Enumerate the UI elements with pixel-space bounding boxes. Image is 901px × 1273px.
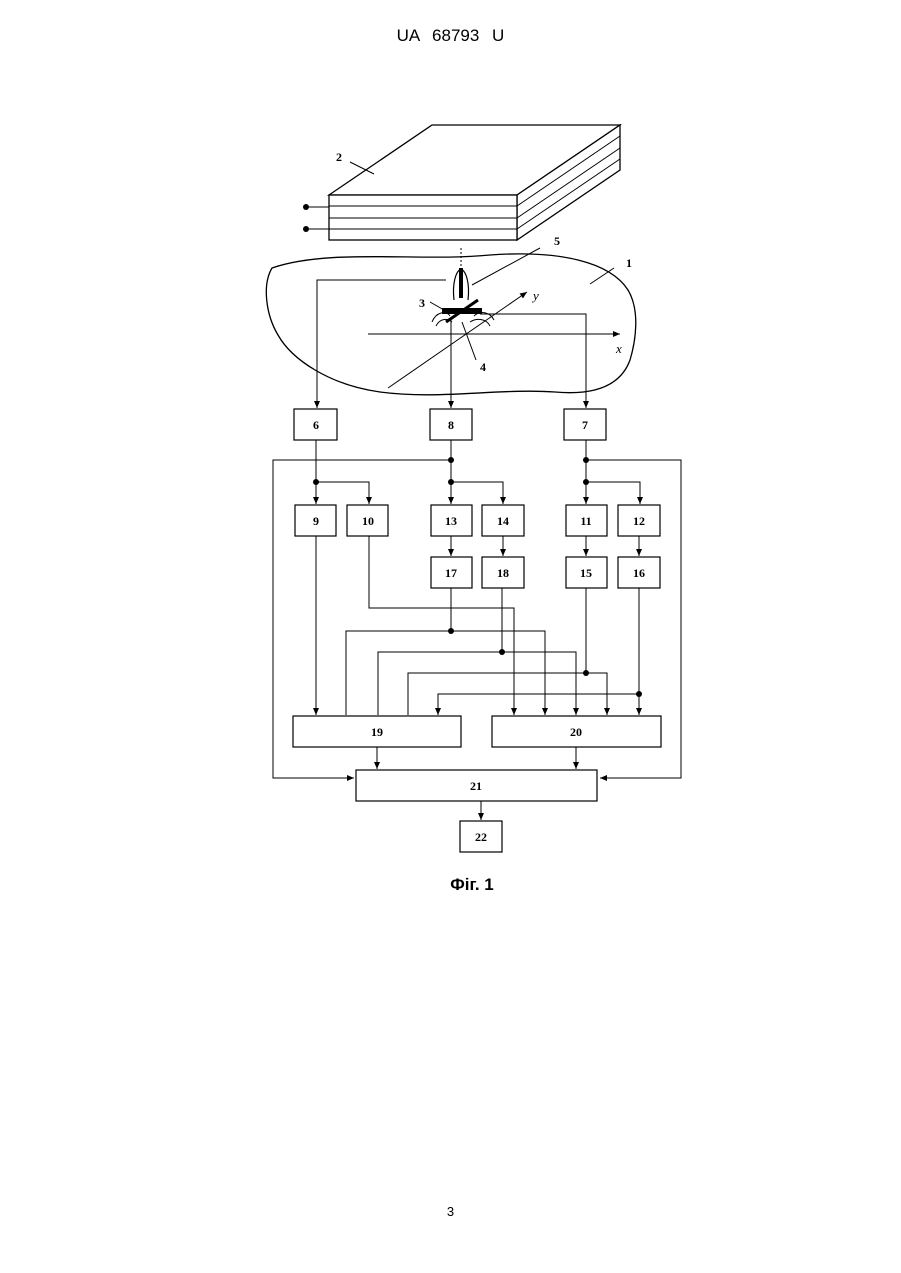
label-7: 7 [582, 418, 588, 432]
label-6: 6 [313, 418, 319, 432]
axis-label-y: y [531, 288, 539, 303]
label-14: 14 [497, 514, 509, 528]
label-21: 21 [470, 779, 482, 793]
label-20: 20 [570, 725, 582, 739]
axis-label-x: x [615, 341, 622, 356]
label-22: 22 [475, 830, 487, 844]
label-3: 3 [419, 296, 425, 310]
label-17: 17 [445, 566, 457, 580]
label-16: 16 [633, 566, 645, 580]
page-number: 3 [0, 1204, 901, 1219]
label-18: 18 [497, 566, 509, 580]
label-4: 4 [480, 360, 486, 374]
figure-caption: Фіг. 1 [450, 875, 494, 894]
label-1: 1 [626, 256, 632, 270]
label-12: 12 [633, 514, 645, 528]
label-2: 2 [336, 150, 342, 164]
layered-slab-2 [303, 125, 620, 240]
label-11: 11 [580, 514, 591, 528]
label-15: 15 [580, 566, 592, 580]
label-9: 9 [313, 514, 319, 528]
label-19: 19 [371, 725, 383, 739]
label-10: 10 [362, 514, 374, 528]
sensor-assembly [430, 248, 540, 360]
y-axis [388, 292, 527, 388]
label-5: 5 [554, 234, 560, 248]
label-13: 13 [445, 514, 457, 528]
label-8: 8 [448, 418, 454, 432]
